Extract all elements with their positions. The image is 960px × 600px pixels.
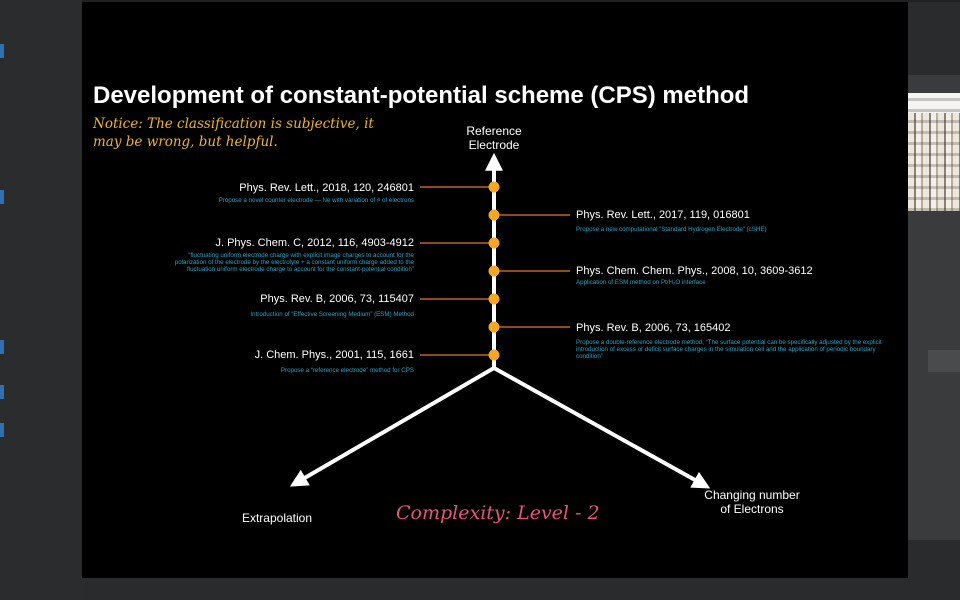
timeline-node <box>488 237 500 249</box>
electrons-label: Changing number of Electrons <box>704 488 800 516</box>
extrapolation-label: Extrapolation <box>241 511 313 525</box>
note-right-1: Propose a new computational “Standard Hy… <box>576 226 767 233</box>
electrons-axis <box>493 366 711 489</box>
video-thumbnail[interactable] <box>908 93 960 211</box>
citation-left-1: Phys. Rev. Lett., 2018, 120, 246801 <box>239 182 414 194</box>
complexity-label: Complexity: Level - 2 <box>396 502 600 524</box>
note-right-3: Propose a double-reference electrode met… <box>576 339 882 361</box>
timeline-node <box>488 321 500 333</box>
sidebar-marker[interactable] <box>0 340 4 354</box>
note-left-3: Introduction of “Effective Screening Med… <box>250 311 414 318</box>
citation-left-2: J. Phys. Chem. C, 2012, 116, 4903-4912 <box>215 237 414 249</box>
citation-left-4: J. Chem. Phys., 2001, 115, 1661 <box>254 349 414 361</box>
citation-right-1: Phys. Rev. Lett., 2017, 119, 016801 <box>576 209 750 221</box>
note-left-2: “fluctuating uniform electrode charge wi… <box>174 252 414 274</box>
top-bar <box>82 0 960 2</box>
citation-right-3: Phys. Rev. B, 2006, 73, 165402 <box>576 322 731 334</box>
citation-left-3: Phys. Rev. B, 2006, 73, 115407 <box>260 293 414 305</box>
reference-electrode-label: Reference Electrode <box>466 124 522 152</box>
timeline-node <box>488 349 500 361</box>
slide: Development of constant-potential scheme… <box>82 2 908 578</box>
timeline-node <box>488 209 500 221</box>
sidebar-marker[interactable] <box>0 44 4 58</box>
citation-right-2: Phys. Chem. Chem. Phys., 2008, 10, 3609-… <box>576 265 813 277</box>
note-right-2: Application of ESM method on Pt/H₂O inte… <box>576 279 706 286</box>
sidebar-marker[interactable] <box>0 190 4 204</box>
notice-text: Notice: The classification is subjective… <box>93 116 374 150</box>
note-left-1: Propose a novel counter electrode — Ne w… <box>218 197 414 204</box>
extrapolation-axis <box>289 366 496 487</box>
right-thumbnail-panel <box>908 75 960 540</box>
timeline-node <box>488 265 500 277</box>
timeline-node <box>488 293 500 305</box>
diagram-canvas <box>289 152 711 489</box>
left-app-strip <box>0 0 82 600</box>
thumbnail-sky <box>908 93 960 113</box>
bottom-bar <box>82 578 960 600</box>
timeline-node <box>488 181 500 193</box>
sidebar-marker[interactable] <box>0 423 4 437</box>
note-left-4: Propose a “reference electrode” method f… <box>280 367 414 374</box>
slide-title: Development of constant-potential scheme… <box>93 82 750 109</box>
sidebar-marker[interactable] <box>0 385 4 399</box>
panel-block <box>928 350 960 372</box>
thumbnail-shelves <box>908 93 960 211</box>
